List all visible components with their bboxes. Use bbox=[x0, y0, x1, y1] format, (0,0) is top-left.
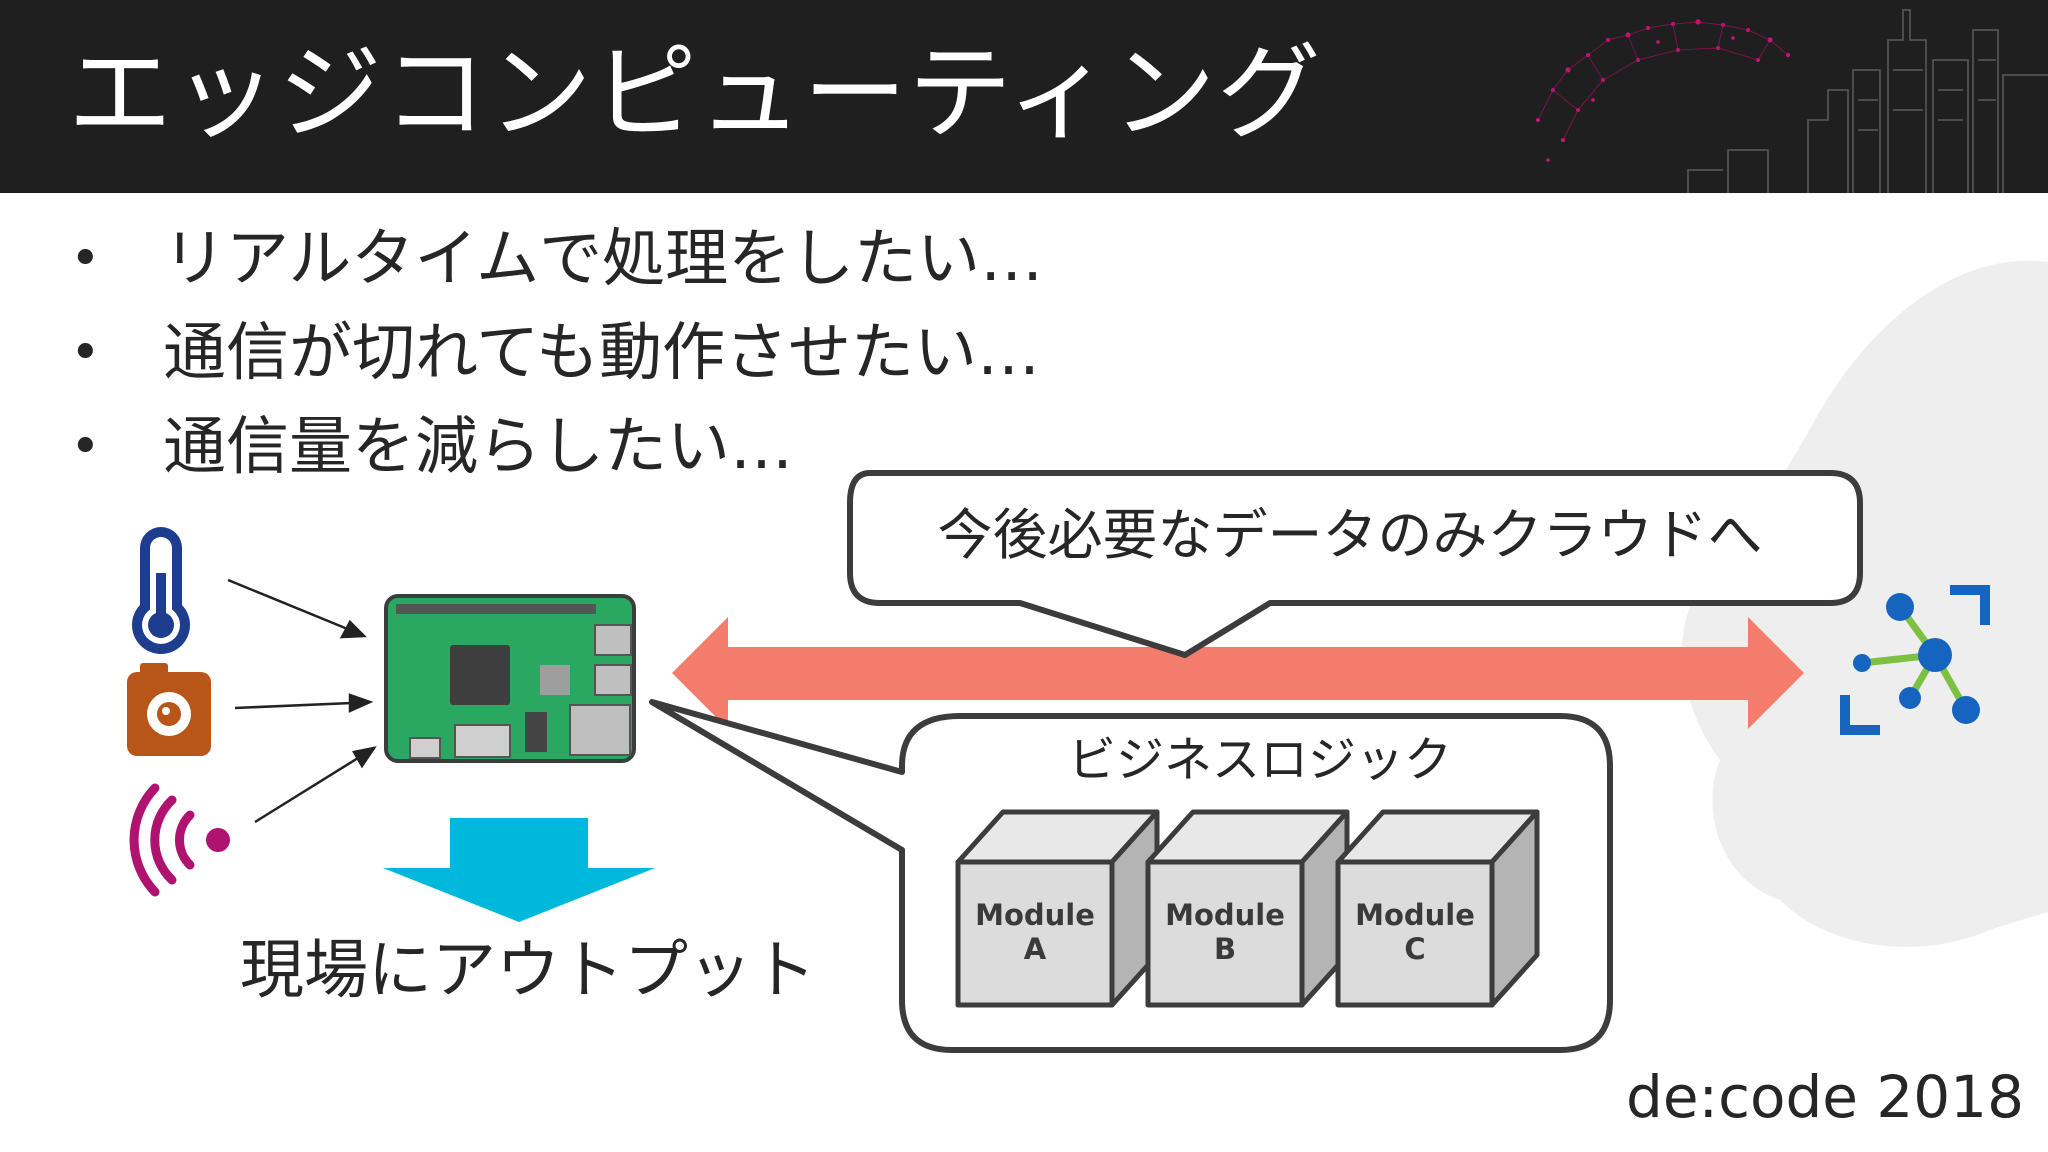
module-name: Module bbox=[1165, 898, 1285, 932]
bullet-item: 通信が切れても動作させたい… bbox=[60, 306, 1043, 400]
slide-header: エッジコンピューティング bbox=[0, 0, 2048, 193]
bullet-item: 通信量を減らしたい… bbox=[60, 400, 1043, 494]
module-cube-a bbox=[955, 809, 1160, 1008]
camera-icon bbox=[127, 663, 211, 756]
module-letter: C bbox=[1404, 932, 1426, 966]
module-cube-c bbox=[1335, 809, 1540, 1008]
footer-brand: de:code 2018 bbox=[1626, 1063, 2024, 1131]
edge-device-board-icon bbox=[384, 594, 636, 763]
business-logic-title: ビジネスロジック bbox=[1067, 732, 1452, 788]
wireless-signal-icon bbox=[129, 783, 230, 897]
speech-bubble-text: 今後必要なデータのみクラウドへ bbox=[937, 503, 1763, 567]
thermometer-icon bbox=[132, 527, 190, 654]
module-cube-b bbox=[1145, 809, 1350, 1008]
output-label: 現場にアウトプット bbox=[240, 934, 816, 1008]
module-letter: B bbox=[1213, 932, 1237, 966]
cloud-shape bbox=[1682, 260, 2048, 947]
speech-bubble bbox=[847, 470, 1863, 658]
bullet-list: リアルタイムで処理をしたい… 通信が切れても動作させたい… 通信量を減らしたい… bbox=[60, 212, 1043, 494]
output-down-arrow bbox=[383, 818, 655, 922]
module-b-label: Module B bbox=[1150, 898, 1300, 966]
module-name: Module bbox=[975, 898, 1095, 932]
module-c-label: Module C bbox=[1340, 898, 1490, 966]
bullet-item: リアルタイムで処理をしたい… bbox=[60, 212, 1043, 306]
module-name: Module bbox=[1355, 898, 1475, 932]
city-network-decoration bbox=[1536, 9, 2048, 193]
slide-title: エッジコンピューティング bbox=[68, 32, 1322, 154]
module-letter: A bbox=[1023, 932, 1047, 966]
module-a-label: Module A bbox=[960, 898, 1110, 966]
iot-hub-icon bbox=[1840, 585, 1990, 735]
cloud-sync-arrow bbox=[672, 617, 1804, 729]
sensor-arrows bbox=[227, 578, 377, 824]
